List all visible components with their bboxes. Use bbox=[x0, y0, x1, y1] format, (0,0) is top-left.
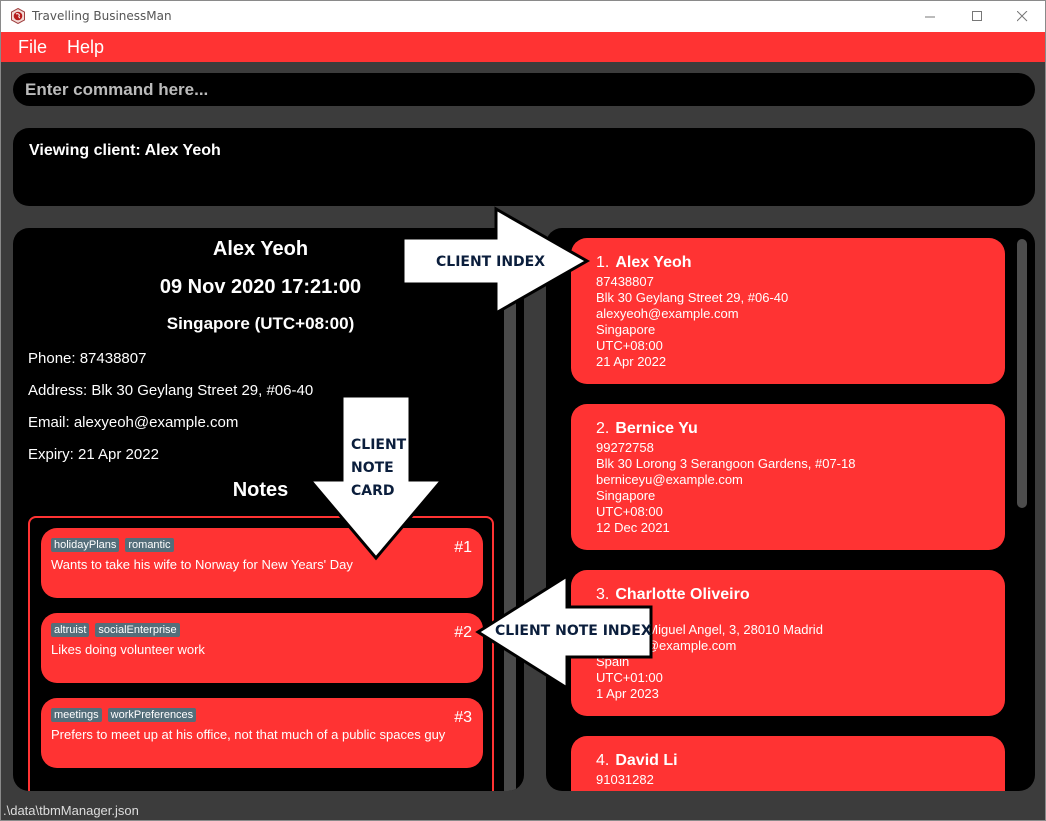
client-index: 1. bbox=[596, 254, 610, 271]
command-input[interactable] bbox=[13, 73, 1035, 106]
app-logo-icon bbox=[11, 8, 25, 24]
client-card-email: alexyeoh@example.com bbox=[596, 306, 739, 321]
client-card-utc: UTC+08:00 bbox=[596, 338, 663, 353]
close-icon bbox=[1016, 11, 1027, 22]
client-card-name: Bernice Yu bbox=[615, 420, 698, 437]
client-card-country: Singapore bbox=[596, 488, 656, 503]
client-note-index-arrow-icon bbox=[475, 573, 653, 691]
client-card-expiry: 12 Dec 2021 bbox=[596, 520, 670, 535]
client-email: Email: alexyeoh@example.com bbox=[28, 414, 239, 431]
menu-file[interactable]: File bbox=[18, 37, 48, 57]
client-card-header: 3. Charlotte Oliveiro bbox=[596, 586, 750, 604]
client-name: Alex Yeoh bbox=[212, 238, 309, 260]
client-card-email: berniceyu@example.com bbox=[596, 472, 743, 487]
client-card-phone: 87438807 bbox=[596, 274, 654, 289]
client-phone: Phone: 87438807 bbox=[28, 350, 147, 367]
result-text: Viewing client: Alex Yeoh bbox=[29, 142, 221, 159]
client-card[interactable]: 4. David Li 91031282 bbox=[571, 736, 1005, 791]
maximize-icon bbox=[971, 11, 982, 21]
note-tag: meetings bbox=[51, 708, 102, 722]
client-card-header: 2. Bernice Yu bbox=[596, 420, 698, 438]
note-text: Likes doing volunteer work bbox=[51, 642, 205, 657]
client-card-name: David Li bbox=[615, 752, 678, 769]
note-tags: meetings workPreferences bbox=[51, 708, 197, 722]
client-index: 2. bbox=[596, 420, 610, 437]
client-card-expiry: 21 Apr 2022 bbox=[596, 354, 667, 369]
note-tag: altruist bbox=[51, 623, 90, 637]
client-card-name: Alex Yeoh bbox=[615, 254, 692, 271]
client-index: 4. bbox=[596, 752, 610, 769]
client-note-card-arrow-icon bbox=[306, 394, 446, 561]
result-display: Viewing client: Alex Yeoh bbox=[13, 128, 1035, 206]
detail-scrollbar[interactable] bbox=[504, 303, 516, 791]
client-card-details: 91031282 bbox=[596, 772, 654, 788]
status-bar-path: .\data\tbmManager.json bbox=[3, 803, 139, 818]
notes-list: holidayPlans romantic Wants to take his … bbox=[28, 516, 494, 791]
client-expiry: Expiry: 21 Apr 2022 bbox=[28, 446, 159, 463]
note-index: #3 bbox=[454, 709, 472, 726]
minimize-button[interactable] bbox=[907, 1, 953, 32]
client-card-details: 99272758 Blk 30 Lorong 3 Serangoon Garde… bbox=[596, 440, 855, 536]
note-tag: socialEnterprise bbox=[95, 623, 180, 637]
menu-help[interactable]: Help bbox=[67, 37, 105, 57]
client-address: Address: Blk 30 Geylang Street 29, #06-4… bbox=[28, 382, 314, 399]
client-card-address: Calle de Miguel Angel, 3, 28010 Madrid bbox=[596, 622, 823, 637]
note-card[interactable]: altruist socialEnterprise Likes doing vo… bbox=[41, 613, 483, 683]
client-list-scrollbar[interactable] bbox=[1017, 239, 1027, 508]
client-card-address: Blk 30 Geylang Street 29, #06-40 bbox=[596, 290, 789, 305]
title-bar: Travelling BusinessMan bbox=[1, 1, 1045, 32]
minimize-icon bbox=[924, 16, 935, 18]
client-index: 3. bbox=[596, 586, 610, 603]
client-card-country: Singapore bbox=[596, 322, 656, 337]
note-card[interactable]: holidayPlans romantic Wants to take his … bbox=[41, 528, 483, 598]
client-card-header: 1. Alex Yeoh bbox=[596, 254, 692, 272]
notes-title: Notes bbox=[232, 479, 289, 501]
client-index-arrow-icon bbox=[401, 206, 591, 316]
client-detail-panel: Alex Yeoh 09 Nov 2020 17:21:00 Singapore… bbox=[13, 228, 524, 791]
note-tag: workPreferences bbox=[107, 708, 197, 722]
client-note-card-annotation-3: CARD bbox=[351, 483, 395, 499]
client-card[interactable]: 2. Bernice Yu 99272758 Blk 30 Lorong 3 Se… bbox=[571, 404, 1005, 550]
note-text: Prefers to meet up at his office, not th… bbox=[51, 727, 446, 742]
client-list-panel: 1. Alex Yeoh 87438807 Blk 30 Geylang Stre… bbox=[546, 228, 1035, 791]
note-tags: altruist socialEnterprise bbox=[51, 623, 180, 637]
client-datetime: 09 Nov 2020 17:21:00 bbox=[159, 276, 362, 298]
client-note-index-annotation: CLIENT NOTE INDEX bbox=[495, 623, 652, 639]
maximize-button[interactable] bbox=[954, 1, 1000, 32]
client-card[interactable]: 1. Alex Yeoh 87438807 Blk 30 Geylang Stre… bbox=[571, 238, 1005, 384]
note-tag: holidayPlans bbox=[51, 538, 120, 552]
client-card-details: 87438807 Blk 30 Geylang Street 29, #06-4… bbox=[596, 274, 788, 370]
client-note-card-annotation-1: CLIENT bbox=[351, 437, 407, 453]
note-card[interactable]: meetings workPreferences Prefers to meet… bbox=[41, 698, 483, 768]
menu-bar: File Help bbox=[1, 32, 1045, 62]
client-index-annotation: CLIENT INDEX bbox=[436, 254, 546, 270]
note-tag: romantic bbox=[125, 538, 174, 552]
client-timezone: Singapore (UTC+08:00) bbox=[166, 314, 355, 333]
client-card-phone: 99272758 bbox=[596, 440, 654, 455]
note-index: #2 bbox=[454, 624, 472, 641]
window-title: Travelling BusinessMan bbox=[32, 9, 172, 23]
close-button[interactable] bbox=[999, 1, 1045, 32]
client-card-phone: 91031282 bbox=[596, 772, 654, 787]
client-card-utc: UTC+01:00 bbox=[596, 670, 663, 685]
client-note-card-annotation-2: NOTE bbox=[351, 460, 394, 476]
client-card-name: Charlotte Oliveiro bbox=[615, 586, 750, 603]
note-tags: holidayPlans romantic bbox=[51, 538, 174, 552]
command-box bbox=[13, 73, 1035, 106]
client-card-expiry: 1 Apr 2023 bbox=[596, 686, 659, 701]
note-text: Wants to take his wife to Norway for New… bbox=[51, 557, 353, 572]
client-card-header: 4. David Li bbox=[596, 752, 678, 770]
client-card-address: Blk 30 Lorong 3 Serangoon Gardens, #07-1… bbox=[596, 456, 856, 471]
client-card-utc: UTC+08:00 bbox=[596, 504, 663, 519]
note-index: #1 bbox=[454, 539, 472, 556]
